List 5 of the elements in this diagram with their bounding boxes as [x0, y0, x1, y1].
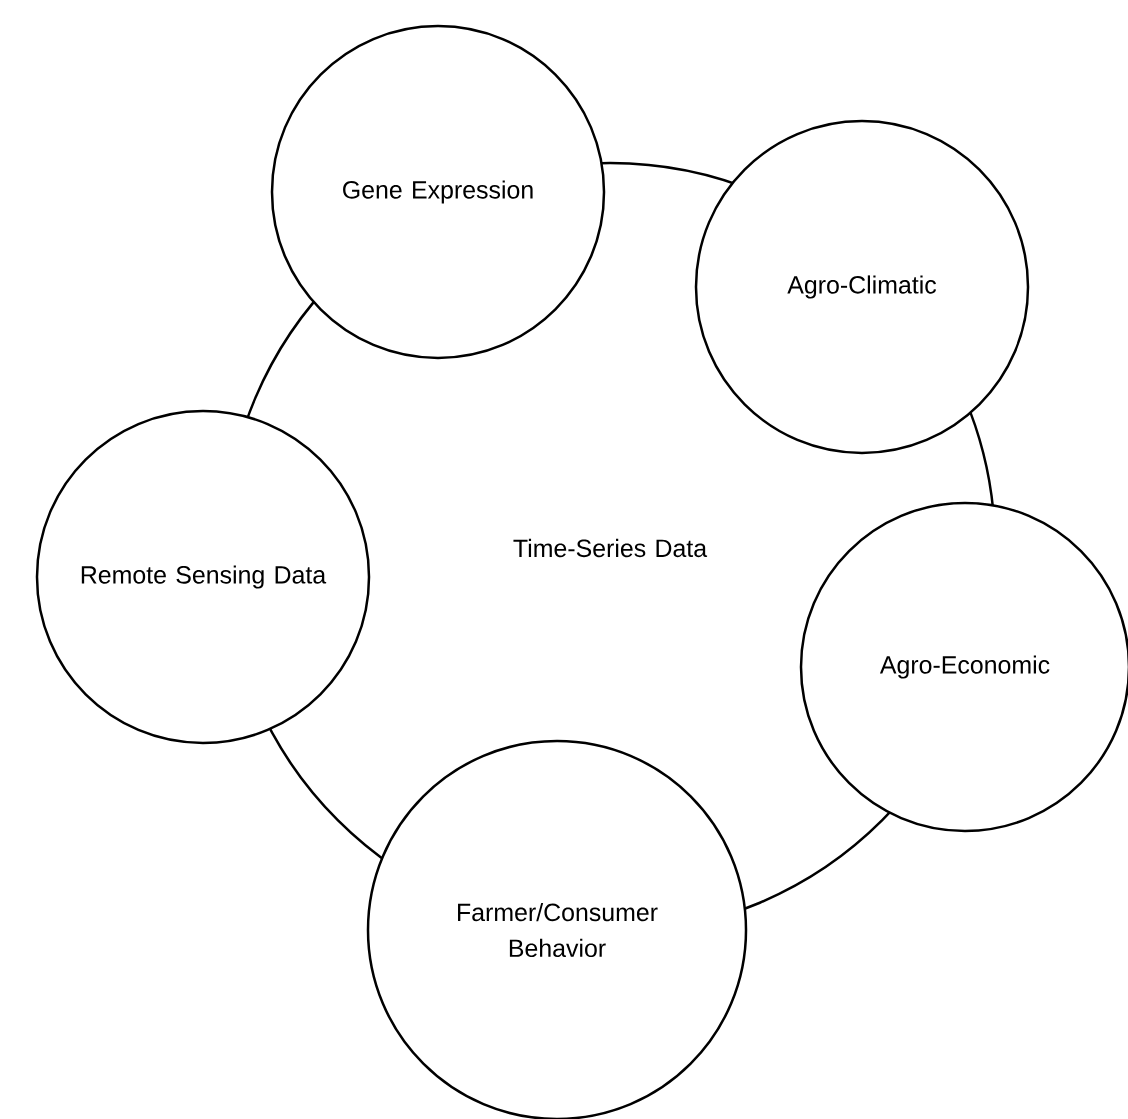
circle-node: Farmer/Consumer Behavior	[366, 739, 748, 1119]
circle-node: Gene Expression	[270, 24, 606, 360]
circle-node: Agro-Economic	[799, 501, 1128, 833]
circle-node: Remote Sensing Data	[35, 409, 371, 745]
circle-node: Agro-Climatic	[694, 119, 1030, 455]
